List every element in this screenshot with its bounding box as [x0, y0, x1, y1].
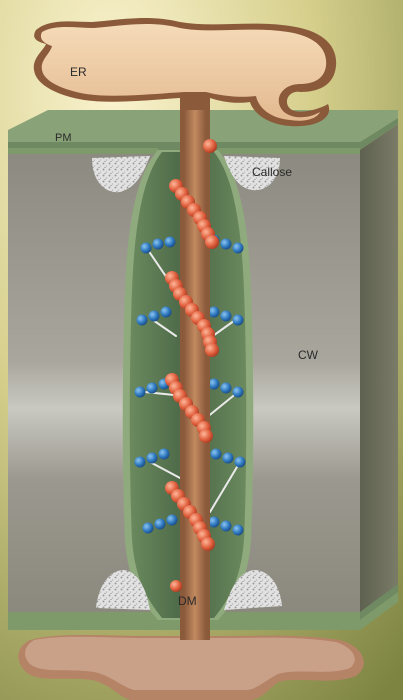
label-dm: DM — [178, 595, 197, 607]
label-callose: Callose — [252, 166, 292, 178]
label-cw: CW — [298, 349, 318, 361]
label-er: ER — [70, 66, 87, 78]
label-pm: PM — [55, 133, 72, 144]
